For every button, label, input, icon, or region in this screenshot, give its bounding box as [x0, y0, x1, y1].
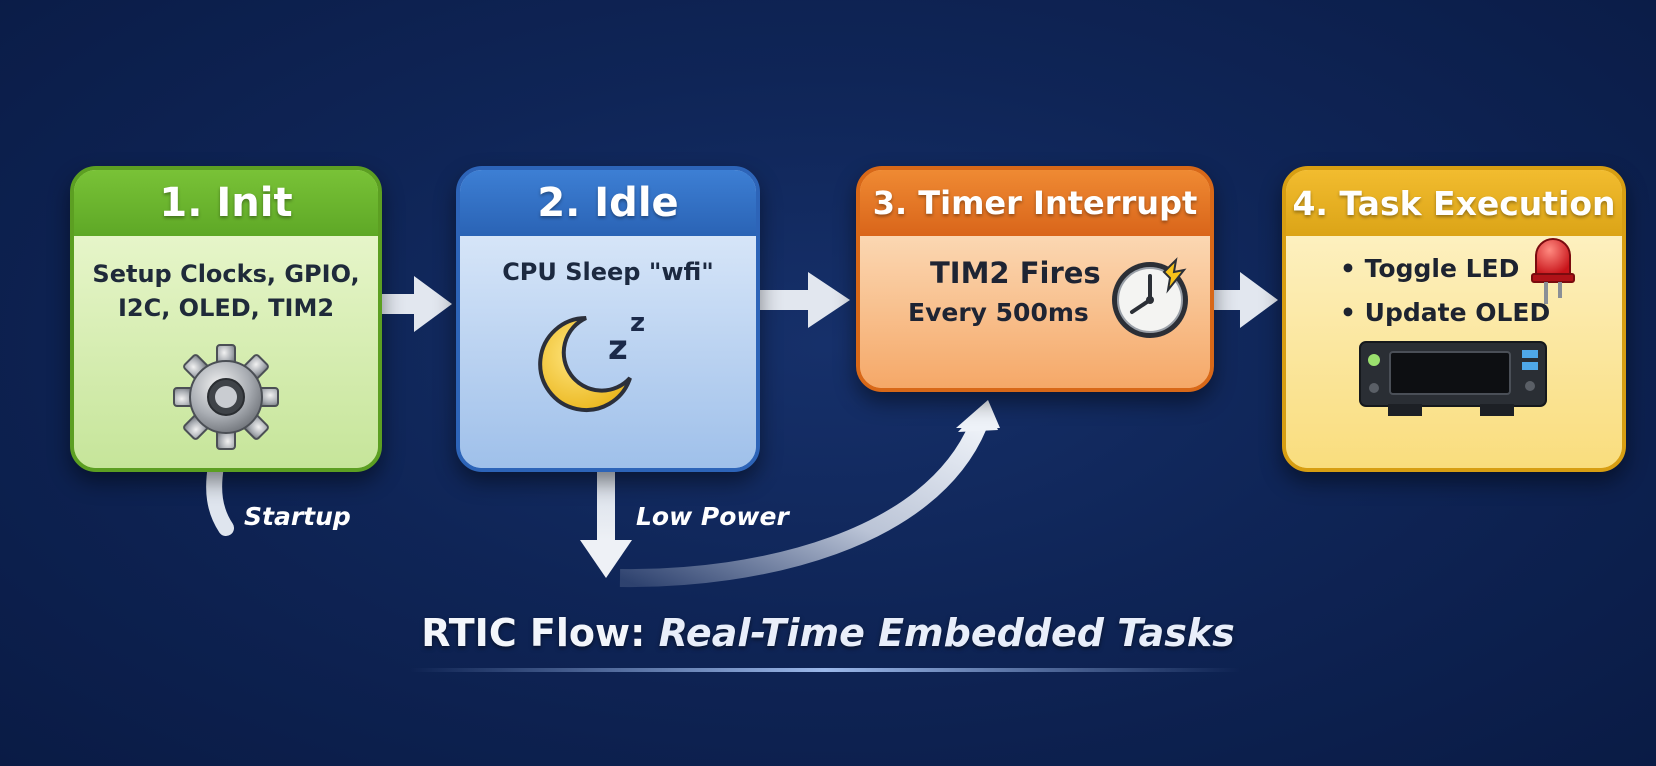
footer-title: RTIC Flow: Real-Time Embedded Tasks	[0, 611, 1656, 655]
task-item-update-oled: • Update OLED	[1340, 298, 1551, 327]
stage-task-title: 4. Task Execution	[1286, 170, 1622, 236]
startup-curve	[206, 458, 234, 536]
stage-task-body: • Toggle LED • Update OLED	[1286, 236, 1622, 468]
stage-timer-line-2: Every 500ms	[908, 298, 1089, 327]
stage-idle: 2. Idle CPU Sleep "wfi" z z	[456, 166, 760, 472]
stage-init-line-2: I2C, OLED, TIM2	[117, 294, 335, 322]
stage-timer-title: 3. Timer Interrupt	[860, 170, 1210, 236]
stopwatch-icon	[1112, 257, 1188, 338]
arrow-timer-to-task	[1210, 272, 1278, 328]
task-item-toggle-led: • Toggle LED	[1340, 254, 1520, 283]
gear-icon	[173, 344, 279, 450]
led-icon	[1531, 238, 1575, 304]
sleep-z-small: z	[630, 308, 646, 338]
footer-underline	[410, 668, 1240, 672]
stage-task-execution: 4. Task Execution • Toggle LED • Update …	[1282, 166, 1626, 472]
stage-init: 1. Init Setup Clocks, GPIO, I2C, OLED, T…	[70, 166, 382, 472]
stage-idle-body: CPU Sleep "wfi" z z	[460, 236, 756, 468]
stage-idle-title: 2. Idle	[460, 170, 756, 236]
stage-idle-line-1: CPU Sleep "wfi"	[502, 258, 714, 286]
stage-timer-line-1: TIM2 Fires	[930, 256, 1101, 290]
footer-title-italic: Real-Time Embedded Tasks	[658, 611, 1235, 655]
arrow-idle-to-timer	[756, 272, 850, 328]
stage-timer-interrupt: 3. Timer Interrupt TIM2 Fires Every 500m…	[856, 166, 1214, 392]
stage-timer-body: TIM2 Fires Every 500ms	[860, 236, 1210, 388]
oled-display-icon	[1359, 341, 1547, 416]
startup-label: Startup	[244, 502, 351, 531]
low-power-label: Low Power	[636, 502, 789, 531]
moon-icon	[538, 316, 632, 412]
stage-init-body: Setup Clocks, GPIO, I2C, OLED, TIM2	[74, 236, 378, 468]
stage-init-title: 1. Init	[74, 170, 378, 236]
stage-init-line-1: Setup Clocks, GPIO,	[92, 260, 360, 288]
footer-title-main: RTIC Flow:	[421, 611, 646, 655]
wakeup-curve-arrow	[619, 400, 1000, 588]
arrow-init-to-idle	[378, 276, 452, 332]
sleep-z-large: z	[608, 328, 628, 368]
low-power-down-arrow	[580, 466, 632, 578]
